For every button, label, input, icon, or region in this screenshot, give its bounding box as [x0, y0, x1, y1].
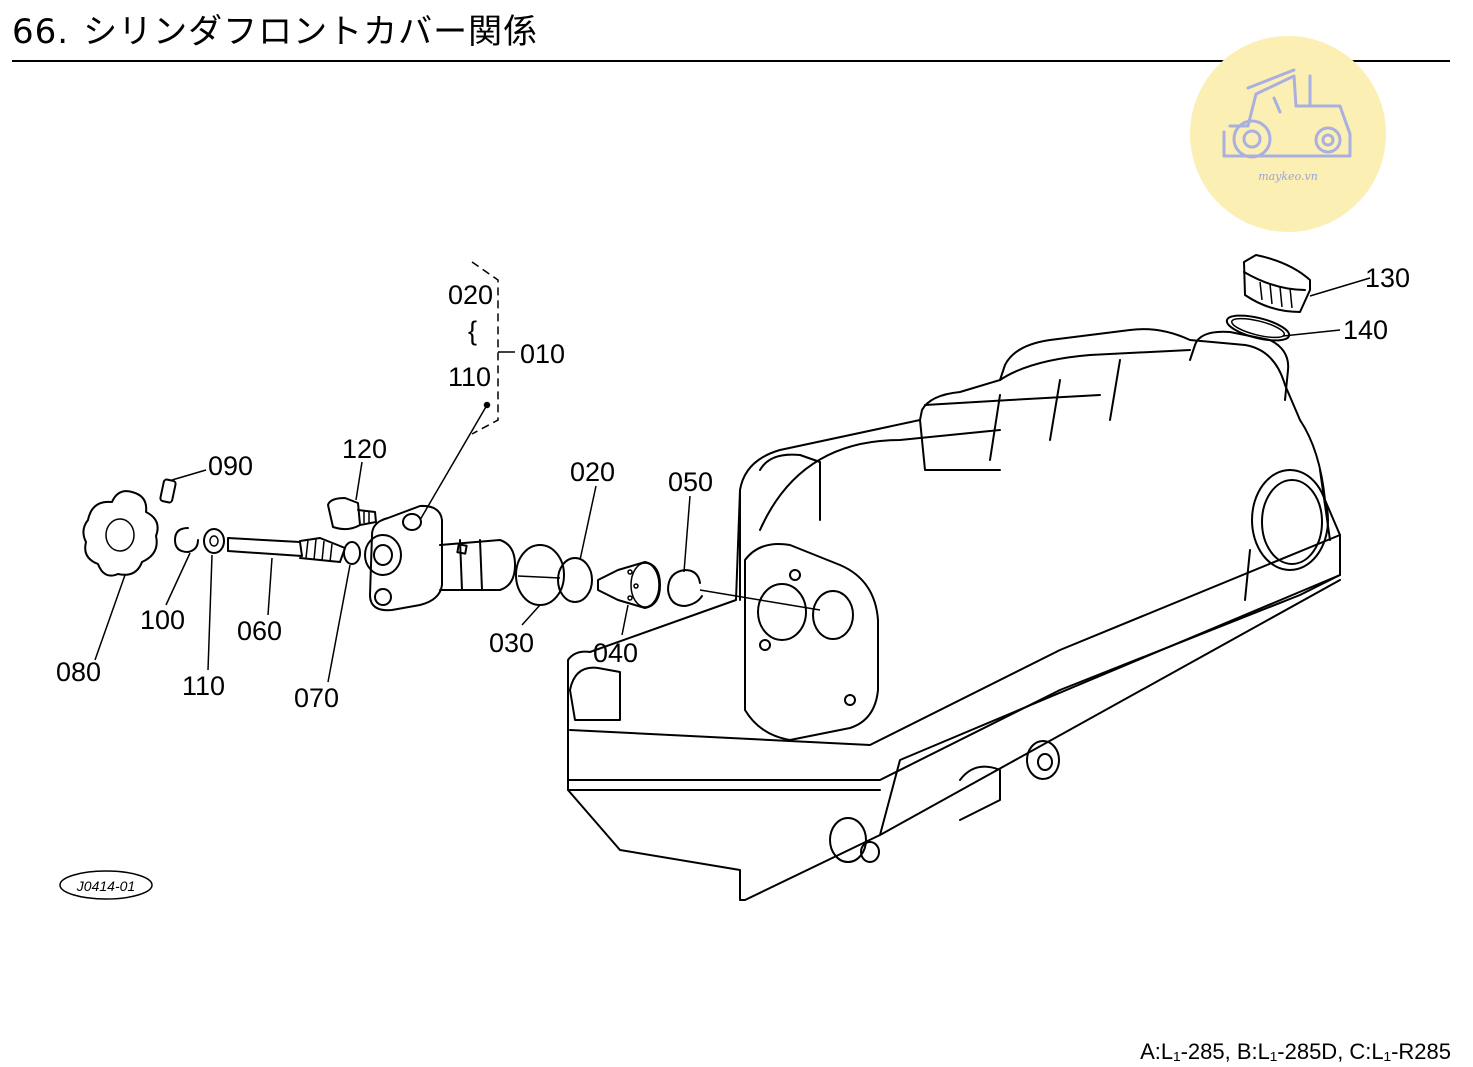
section-title: シリンダフロントカバー関係	[83, 12, 539, 52]
part-070-o-ring	[343, 541, 361, 565]
part-110-washer	[203, 528, 225, 554]
label-020-top: 020	[448, 280, 493, 310]
model-applicability-footer: A:L₁-285, B:L₁-285D, C:L₁-R285	[1140, 1039, 1451, 1064]
section-number: 66.	[12, 12, 70, 52]
part-060-shaft	[227, 537, 346, 563]
part-100-snap-ring	[174, 527, 199, 553]
title-bar: 66. シリンダフロントカバー関係	[12, 4, 1450, 62]
label-060: 060	[237, 616, 282, 646]
part-140-gasket	[1225, 314, 1291, 342]
part-120-bolt	[327, 497, 377, 531]
part-040-piston	[597, 561, 661, 609]
watermark-text: maykeo.vn	[1258, 170, 1318, 183]
range-symbol: {	[468, 316, 477, 346]
page-title: 66. シリンダフロントカバー関係	[12, 12, 538, 52]
label-050: 050	[668, 467, 713, 497]
label-130: 130	[1365, 263, 1410, 293]
part-090-pin	[159, 478, 177, 504]
transmission-case	[567, 328, 1341, 901]
drawing-code-oval	[59, 870, 153, 900]
part-020-o-ring	[557, 557, 593, 603]
part-130-plug	[1243, 254, 1311, 313]
part-080-knob	[82, 490, 159, 577]
part-050-circlip	[667, 569, 703, 607]
drawing-code: J0414-01	[76, 878, 135, 894]
label-110-top: 110	[448, 362, 491, 392]
label-090: 090	[208, 451, 253, 481]
label-010: 010	[520, 339, 565, 369]
label-020: 020	[570, 457, 615, 487]
label-100: 100	[140, 605, 185, 635]
label-110: 110	[182, 671, 225, 701]
label-120: 120	[342, 434, 387, 464]
leader-lines	[94, 261, 1371, 683]
part-030-o-ring	[515, 544, 565, 606]
label-140: 140	[1343, 315, 1388, 345]
part-010-cover-assembly	[364, 504, 516, 612]
assembly-axis-line	[699, 589, 821, 611]
watermark-logo: maykeo.vn	[1190, 36, 1386, 232]
label-030: 030	[489, 628, 534, 658]
label-080: 080	[56, 657, 101, 687]
label-070: 070	[294, 683, 339, 713]
label-040: 040	[593, 638, 638, 668]
tractor-icon	[1222, 68, 1352, 159]
